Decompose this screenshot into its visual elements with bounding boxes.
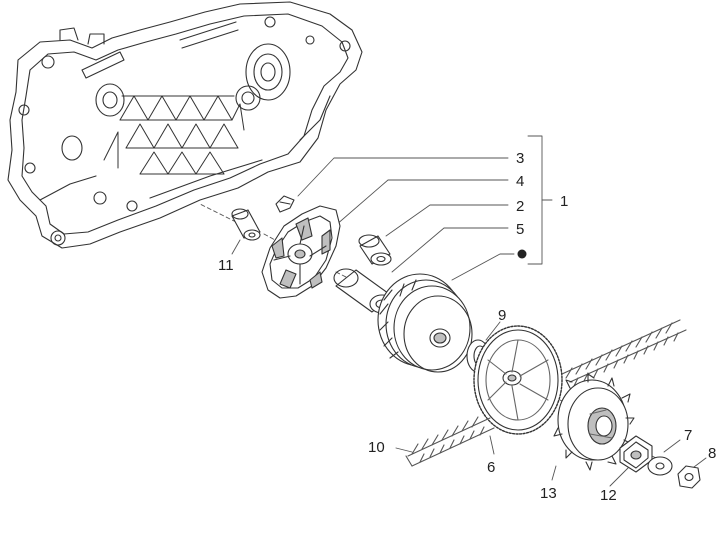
label-1: 1	[560, 193, 568, 210]
label-12: 12	[600, 487, 617, 504]
part-10-belt-lower	[405, 416, 495, 467]
label-2: 2	[516, 198, 524, 215]
part-8-nut	[677, 465, 701, 489]
part-2-bush	[358, 234, 392, 266]
crankcase-webbing	[103, 95, 245, 175]
crankcase	[7, 1, 363, 249]
label-7: 7	[684, 427, 692, 444]
part-12-hub	[619, 435, 653, 473]
label-8: 8	[708, 445, 716, 462]
part-13-driven-pulley	[553, 373, 635, 471]
label-11: 11	[218, 257, 234, 274]
part-7-washer	[647, 456, 673, 476]
part-labels: 1 2 3 4 5 6 7 8 9 10 11 12 13	[218, 150, 716, 504]
drive-belt-upper	[561, 319, 687, 387]
part-11-bush	[231, 208, 261, 241]
label-6: 6	[487, 459, 495, 476]
label-13: 13	[540, 485, 557, 502]
label-10: 10	[368, 439, 385, 456]
movable-pulley-half	[377, 273, 473, 373]
label-4: 4	[516, 173, 524, 190]
part-3-clip	[275, 195, 295, 213]
part-6-fan-pulley	[473, 325, 563, 435]
label-9: 9	[498, 307, 506, 324]
label-5: 5	[516, 221, 524, 238]
label-3: 3	[516, 150, 524, 167]
group-dot-marker	[517, 249, 527, 259]
part-4-ramp-plate	[261, 205, 341, 299]
